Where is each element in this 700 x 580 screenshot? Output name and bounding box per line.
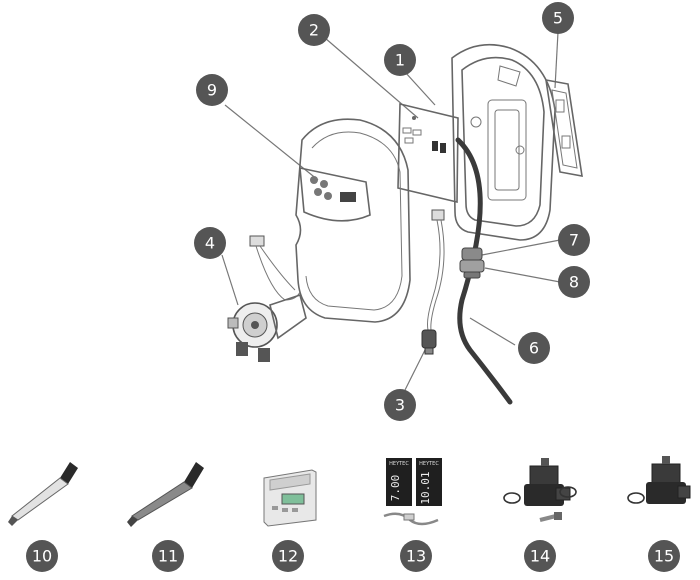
callout-4-label: 4	[205, 234, 215, 253]
leader-6	[469, 317, 516, 346]
callout-5-label: 5	[553, 9, 563, 28]
sachet-label-2: 10.01	[419, 471, 432, 504]
callout-11: 11	[152, 540, 184, 572]
wall-bracket	[545, 79, 583, 177]
callout-13: 13	[400, 540, 432, 572]
callout-14-label: 14	[530, 547, 550, 566]
callout-2-label: 2	[309, 21, 319, 40]
callout-2: 2	[298, 14, 330, 46]
cable-gland	[459, 247, 485, 279]
sachet-brand-1: HEYTEC	[389, 461, 409, 467]
sachet-label-1: 7.00	[389, 475, 402, 502]
leader-5	[554, 31, 559, 89]
callout-10-label: 10	[32, 547, 52, 566]
calibration-kit: HEYTEC HEYTEC 7.00 10.01	[383, 458, 442, 526]
callout-10: 10	[26, 540, 58, 572]
callout-8-label: 8	[569, 273, 579, 292]
flow-cell-with-sensor	[503, 458, 577, 522]
callout-13-label: 13	[406, 547, 426, 566]
callout-12: 12	[272, 540, 304, 572]
sensor-cable	[421, 209, 445, 355]
callout-5: 5	[542, 2, 574, 34]
callout-14: 14	[524, 540, 556, 572]
callout-6-label: 6	[529, 339, 539, 358]
callout-4: 4	[194, 227, 226, 259]
probe-orp	[127, 462, 204, 527]
leader-1	[404, 71, 436, 106]
back-housing	[451, 43, 556, 241]
probe-ph	[8, 462, 78, 526]
front-cover	[295, 118, 411, 323]
callout-8: 8	[558, 266, 590, 298]
circuit-board	[397, 102, 459, 204]
callout-1: 1	[384, 44, 416, 76]
callout-9: 9	[196, 74, 228, 106]
callout-1-label: 1	[395, 51, 405, 70]
leader-8	[484, 267, 561, 283]
leader-7	[481, 239, 561, 256]
callout-3-label: 3	[395, 396, 405, 415]
callout-15-label: 15	[654, 547, 674, 566]
callout-7-label: 7	[569, 231, 579, 250]
leader-3	[404, 349, 426, 391]
callout-11-label: 11	[158, 547, 178, 566]
callout-15: 15	[648, 540, 680, 572]
callout-7: 7	[558, 224, 590, 256]
callout-9-label: 9	[207, 81, 217, 100]
callout-6: 6	[518, 332, 550, 364]
leader-4	[221, 254, 239, 306]
callout-3: 3	[384, 389, 416, 421]
leader-9	[224, 104, 319, 181]
power-cable	[455, 137, 513, 405]
peristaltic-pump	[227, 235, 307, 362]
flow-cell	[627, 456, 691, 504]
callout-12-label: 12	[278, 547, 298, 566]
din-rail-module	[263, 469, 317, 527]
sachet-brand-2: HEYTEC	[419, 461, 439, 467]
